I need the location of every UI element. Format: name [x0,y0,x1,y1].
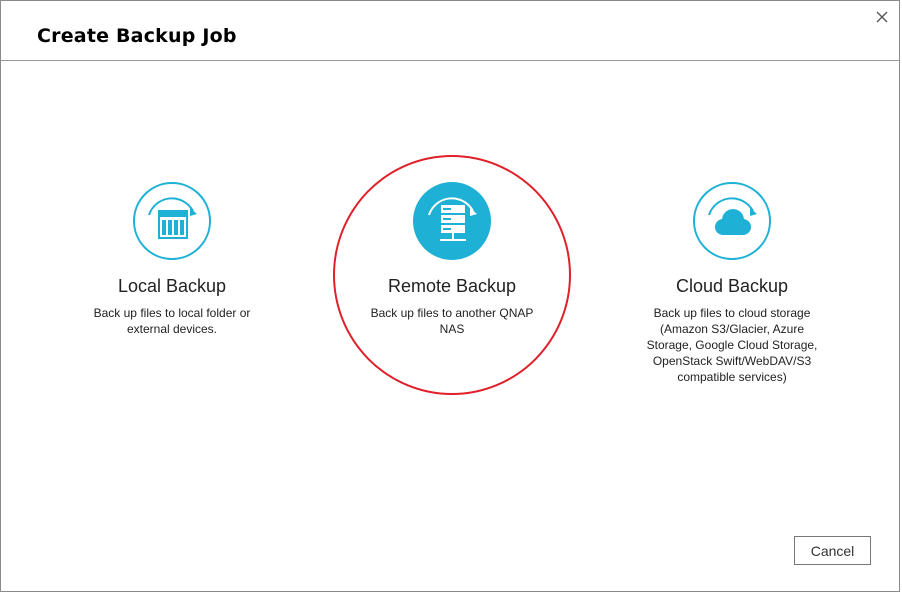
cloud-backup-label: Cloud Backup [675,276,789,296]
remote-backup-option[interactable]: Remote Backup Back up files to another Q… [352,181,552,337]
remote-backup-label: Remote Backup [387,276,517,296]
cloud-backup-description: Back up files to cloud storage (Amazon S… [646,306,818,384]
close-icon[interactable] [875,10,889,24]
backup-options: Local Backup Back up files to local fold… [1,61,899,501]
local-backup-option[interactable]: Local Backup Back up files to local fold… [72,181,272,337]
nas-device-icon [132,181,212,261]
dialog-title: Create Backup Job [37,25,237,47]
server-rack-icon [412,181,492,261]
local-backup-description: Back up files to local folder or externa… [93,306,251,336]
dialog-header: Create Backup Job [1,1,899,61]
cancel-button[interactable]: Cancel [794,536,871,565]
local-backup-label: Local Backup [117,276,227,296]
remote-backup-description: Back up files to another QNAP NAS [370,306,534,336]
cloud-icon [692,181,772,261]
cloud-backup-option[interactable]: Cloud Backup Back up files to cloud stor… [632,181,832,385]
